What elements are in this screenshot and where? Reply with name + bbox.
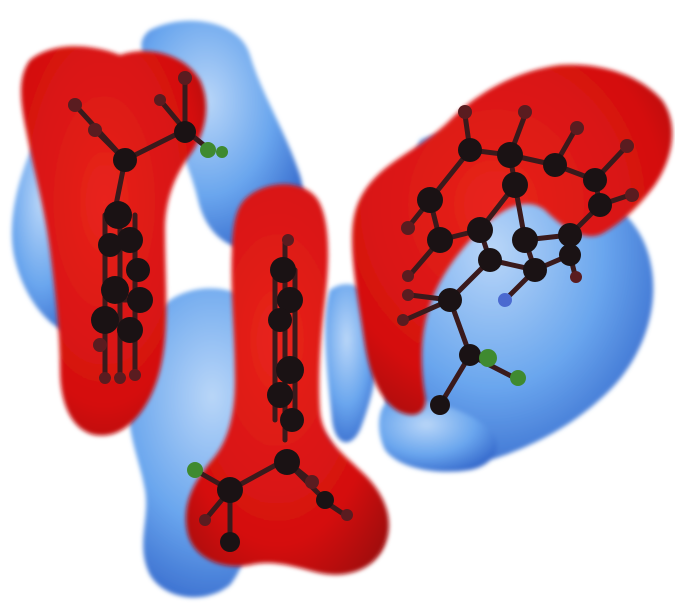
fluorine-atom (479, 349, 497, 367)
carbon-atom (274, 449, 300, 475)
atoms-center (187, 234, 353, 552)
carbon-atom (438, 288, 462, 312)
carbon-atom (127, 287, 153, 313)
carbon-atom (497, 142, 523, 168)
carbon-atom (276, 356, 304, 384)
hydrogen-atom (401, 221, 415, 235)
carbon-atom (512, 227, 538, 253)
carbon-atom (459, 344, 481, 366)
carbon-atom (467, 217, 493, 243)
carbon-atom (502, 172, 528, 198)
carbon-atom (558, 223, 582, 247)
hydrogen-atom (570, 271, 582, 283)
atoms-left (68, 71, 228, 384)
hydrogen-atom (129, 369, 141, 381)
carbon-atom (267, 382, 293, 408)
hydrogen-atom (620, 139, 634, 153)
carbon-atom (174, 121, 196, 143)
carbon-atom (104, 201, 132, 229)
carbon-atom (117, 317, 143, 343)
fluorine-atom (200, 142, 216, 158)
carbon-atom (316, 491, 334, 509)
carbon-atom (417, 187, 443, 213)
carbon-atom (427, 227, 453, 253)
carbon-atom (458, 138, 482, 162)
carbon-atom (270, 257, 296, 283)
blue-lobe-lower-right (378, 399, 498, 472)
hydrogen-atom (68, 98, 82, 112)
carbon-atom (478, 248, 502, 272)
hydrogen-atom (305, 475, 319, 489)
carbon-atom (543, 153, 567, 177)
carbon-atom (126, 258, 150, 282)
carbon-atom (559, 244, 581, 266)
carbon-atom (280, 408, 304, 432)
hydrogen-atom (341, 509, 353, 521)
carbon-atom (117, 227, 143, 253)
hydrogen-atom (282, 234, 294, 246)
hydrogen-atom (458, 105, 472, 119)
hydrogen-atom (88, 123, 102, 137)
hydrogen-atom (178, 71, 192, 85)
red-lobe-right (352, 64, 673, 415)
hydrogen-atom (402, 289, 414, 301)
fluorine-atom (216, 146, 228, 158)
hydrogen-atom (154, 94, 166, 106)
carbon-atom (220, 532, 240, 552)
carbon-atom (430, 395, 450, 415)
hydrogen-atom (114, 372, 126, 384)
carbon-atom (217, 477, 243, 503)
hydrogen-atom (397, 314, 409, 326)
hydrogen-atom (199, 514, 211, 526)
hydrogen-atom (93, 338, 107, 352)
carbon-atom (113, 148, 137, 172)
nitrogen-atom (498, 293, 512, 307)
fluorine-atom (510, 370, 526, 386)
atoms-right (397, 105, 639, 415)
carbon-atom (268, 308, 292, 332)
carbon-atom (98, 233, 122, 257)
hydrogen-atom (625, 188, 639, 202)
hydrogen-atom (402, 270, 414, 282)
carbon-atom (588, 193, 612, 217)
carbon-atom (91, 306, 119, 334)
molecule-left (68, 71, 228, 384)
carbon-atom (583, 168, 607, 192)
hydrogen-atom (518, 105, 532, 119)
hydrogen-atom (99, 372, 111, 384)
carbon-atom (277, 287, 303, 313)
carbon-atom (101, 276, 129, 304)
molecule-center (187, 234, 353, 552)
fluorine-atom (187, 462, 203, 478)
carbon-atom (523, 258, 547, 282)
hydrogen-atom (570, 121, 584, 135)
molecule-right (397, 105, 639, 415)
